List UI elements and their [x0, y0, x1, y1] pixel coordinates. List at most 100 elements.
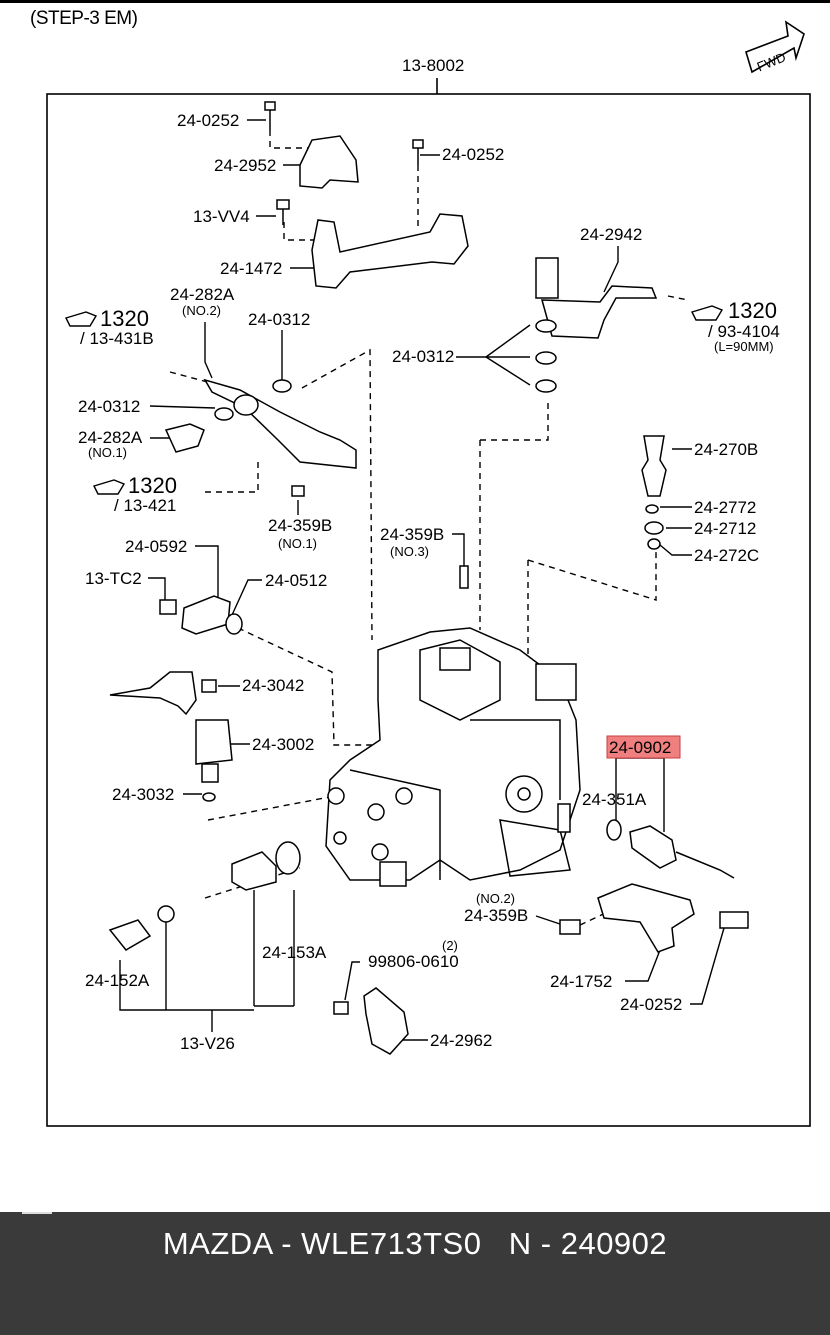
pipe-shape: [541, 285, 658, 339]
banjo-bolt-shape: [164, 423, 205, 453]
part-label: 24-359B: [464, 906, 528, 925]
o-ring-icon: [275, 841, 301, 875]
reference-callouts: 1320 / 13-431B 1320 / 93-4104 (L=90MM) 1…: [65, 298, 780, 515]
fitting-shape: [231, 851, 277, 891]
banjo-bolt-shape: [535, 257, 559, 299]
part-label: 24-0512: [265, 571, 327, 590]
washer-icon: [214, 407, 234, 421]
screw-shape: [459, 565, 469, 589]
part-label: 13-V26: [180, 1034, 235, 1053]
bolt-icon: [719, 911, 749, 929]
bracket-shape: [299, 135, 359, 189]
pointing-hand-icon: [691, 305, 724, 321]
bolt-icon: [412, 139, 424, 165]
part-label: 99806-0610: [368, 952, 459, 971]
part-label: 24-3002: [252, 735, 314, 754]
parts-diagram: FWD: [46, 20, 811, 1127]
part-label: 24-3042: [242, 676, 304, 695]
part-label: 24-2952: [214, 156, 276, 175]
ref-label: 1320: [728, 298, 777, 323]
solenoid-shape: [195, 719, 233, 765]
part-label: 24-0312: [78, 397, 140, 416]
bolt-icon: [333, 1001, 349, 1015]
part-label: 24-0312: [392, 347, 454, 366]
part-label: 24-359B: [268, 516, 332, 535]
o-ring-icon: [644, 521, 664, 535]
step-label: (STEP-3 EM): [30, 8, 138, 29]
solenoid-wire-shape: [109, 671, 197, 716]
washer-icon: [272, 379, 292, 393]
washer-icon: [157, 905, 175, 923]
part-label: 24-0252: [620, 995, 682, 1014]
part-label: 24-0252: [442, 145, 504, 164]
ref-label: 1320: [100, 306, 149, 331]
pipe-shape: [203, 378, 357, 469]
ref-sublabel: (L=90MM): [714, 339, 774, 354]
part-label: 24-272C: [694, 546, 759, 565]
part-label: 24-2942: [580, 225, 642, 244]
part-label: 24-282A: [78, 428, 143, 447]
connector-shape: [379, 861, 407, 887]
part-sublabel: (NO.2): [182, 303, 221, 318]
bolt-icon: [559, 919, 581, 935]
injection-pump-body: [325, 627, 581, 881]
ref-sublabel: / 93-4104: [708, 322, 780, 341]
valve-shape: [557, 803, 571, 833]
footer-bar: [0, 1212, 830, 1335]
sensor-shape: [629, 825, 677, 869]
sensor-wire: [675, 851, 735, 879]
bolt-icon: [276, 199, 290, 225]
part-label: 24-1752: [550, 972, 612, 991]
bolt-icon: [264, 101, 276, 130]
part-sublabel: (NO.1): [278, 536, 317, 551]
part-label: 24-0312: [248, 310, 310, 329]
ref-label: 1320: [128, 473, 177, 498]
connector-shape: [439, 647, 471, 671]
nut-icon: [201, 679, 217, 693]
diagram-frame: [46, 93, 811, 1127]
ref-sublabel: / 13-421: [114, 496, 176, 515]
plate-shape: [363, 987, 409, 1055]
washer-icon: [535, 319, 557, 393]
bolt-icon: [108, 919, 152, 951]
part-label: 24-153A: [262, 943, 327, 962]
part-label: 24-359B: [380, 525, 444, 544]
footer-text: MAZDA - WLE713TS0 N - 240902: [162, 1226, 668, 1261]
part-sublabel: (NO.1): [88, 445, 127, 460]
fwd-arrow-icon: FWD: [745, 20, 805, 74]
bolt-icon: [291, 485, 305, 497]
part-label: 24-282A: [170, 285, 235, 304]
assembly-label: 13-8002: [402, 56, 464, 75]
part-sublabel: (NO.2): [476, 891, 515, 906]
highlight-box: [606, 735, 681, 759]
part-label: 24-2772: [694, 498, 756, 517]
pointing-hand-icon: [65, 311, 98, 327]
nozzle-icon: [327, 787, 413, 861]
solenoid-tip-shape: [201, 763, 219, 783]
part-label: 24-0252: [177, 111, 239, 130]
part-label: 24-351A: [582, 790, 647, 809]
pointing-hand-icon: [93, 479, 126, 495]
part-label: 24-2962: [430, 1031, 492, 1050]
part-sublabel: (2): [442, 938, 458, 953]
o-ring-icon: [202, 792, 216, 802]
ref-sublabel: / 13-431B: [80, 329, 154, 348]
bolt-icon: [159, 599, 177, 615]
part-sublabel: (NO.3): [390, 544, 429, 559]
plate-shape: [181, 595, 231, 635]
washer-icon: [645, 504, 659, 514]
part-label: 13-VV4: [193, 207, 250, 226]
o-ring-icon: [647, 538, 661, 550]
part-label: 24-2712: [694, 519, 756, 538]
bracket-shape: [311, 213, 469, 289]
part-label: 13-TC2: [85, 569, 142, 588]
valve-shape: [641, 435, 667, 497]
banjo-shape: [233, 394, 259, 416]
highlight-label: 24-0902: [609, 738, 671, 757]
part-label: 24-1472: [220, 259, 282, 278]
part-label: 24-270B: [694, 440, 758, 459]
part-label: 24-0592: [125, 537, 187, 556]
o-ring-icon: [606, 819, 622, 841]
o-ring-icon: [225, 613, 243, 635]
bracket-shape: [597, 883, 695, 953]
